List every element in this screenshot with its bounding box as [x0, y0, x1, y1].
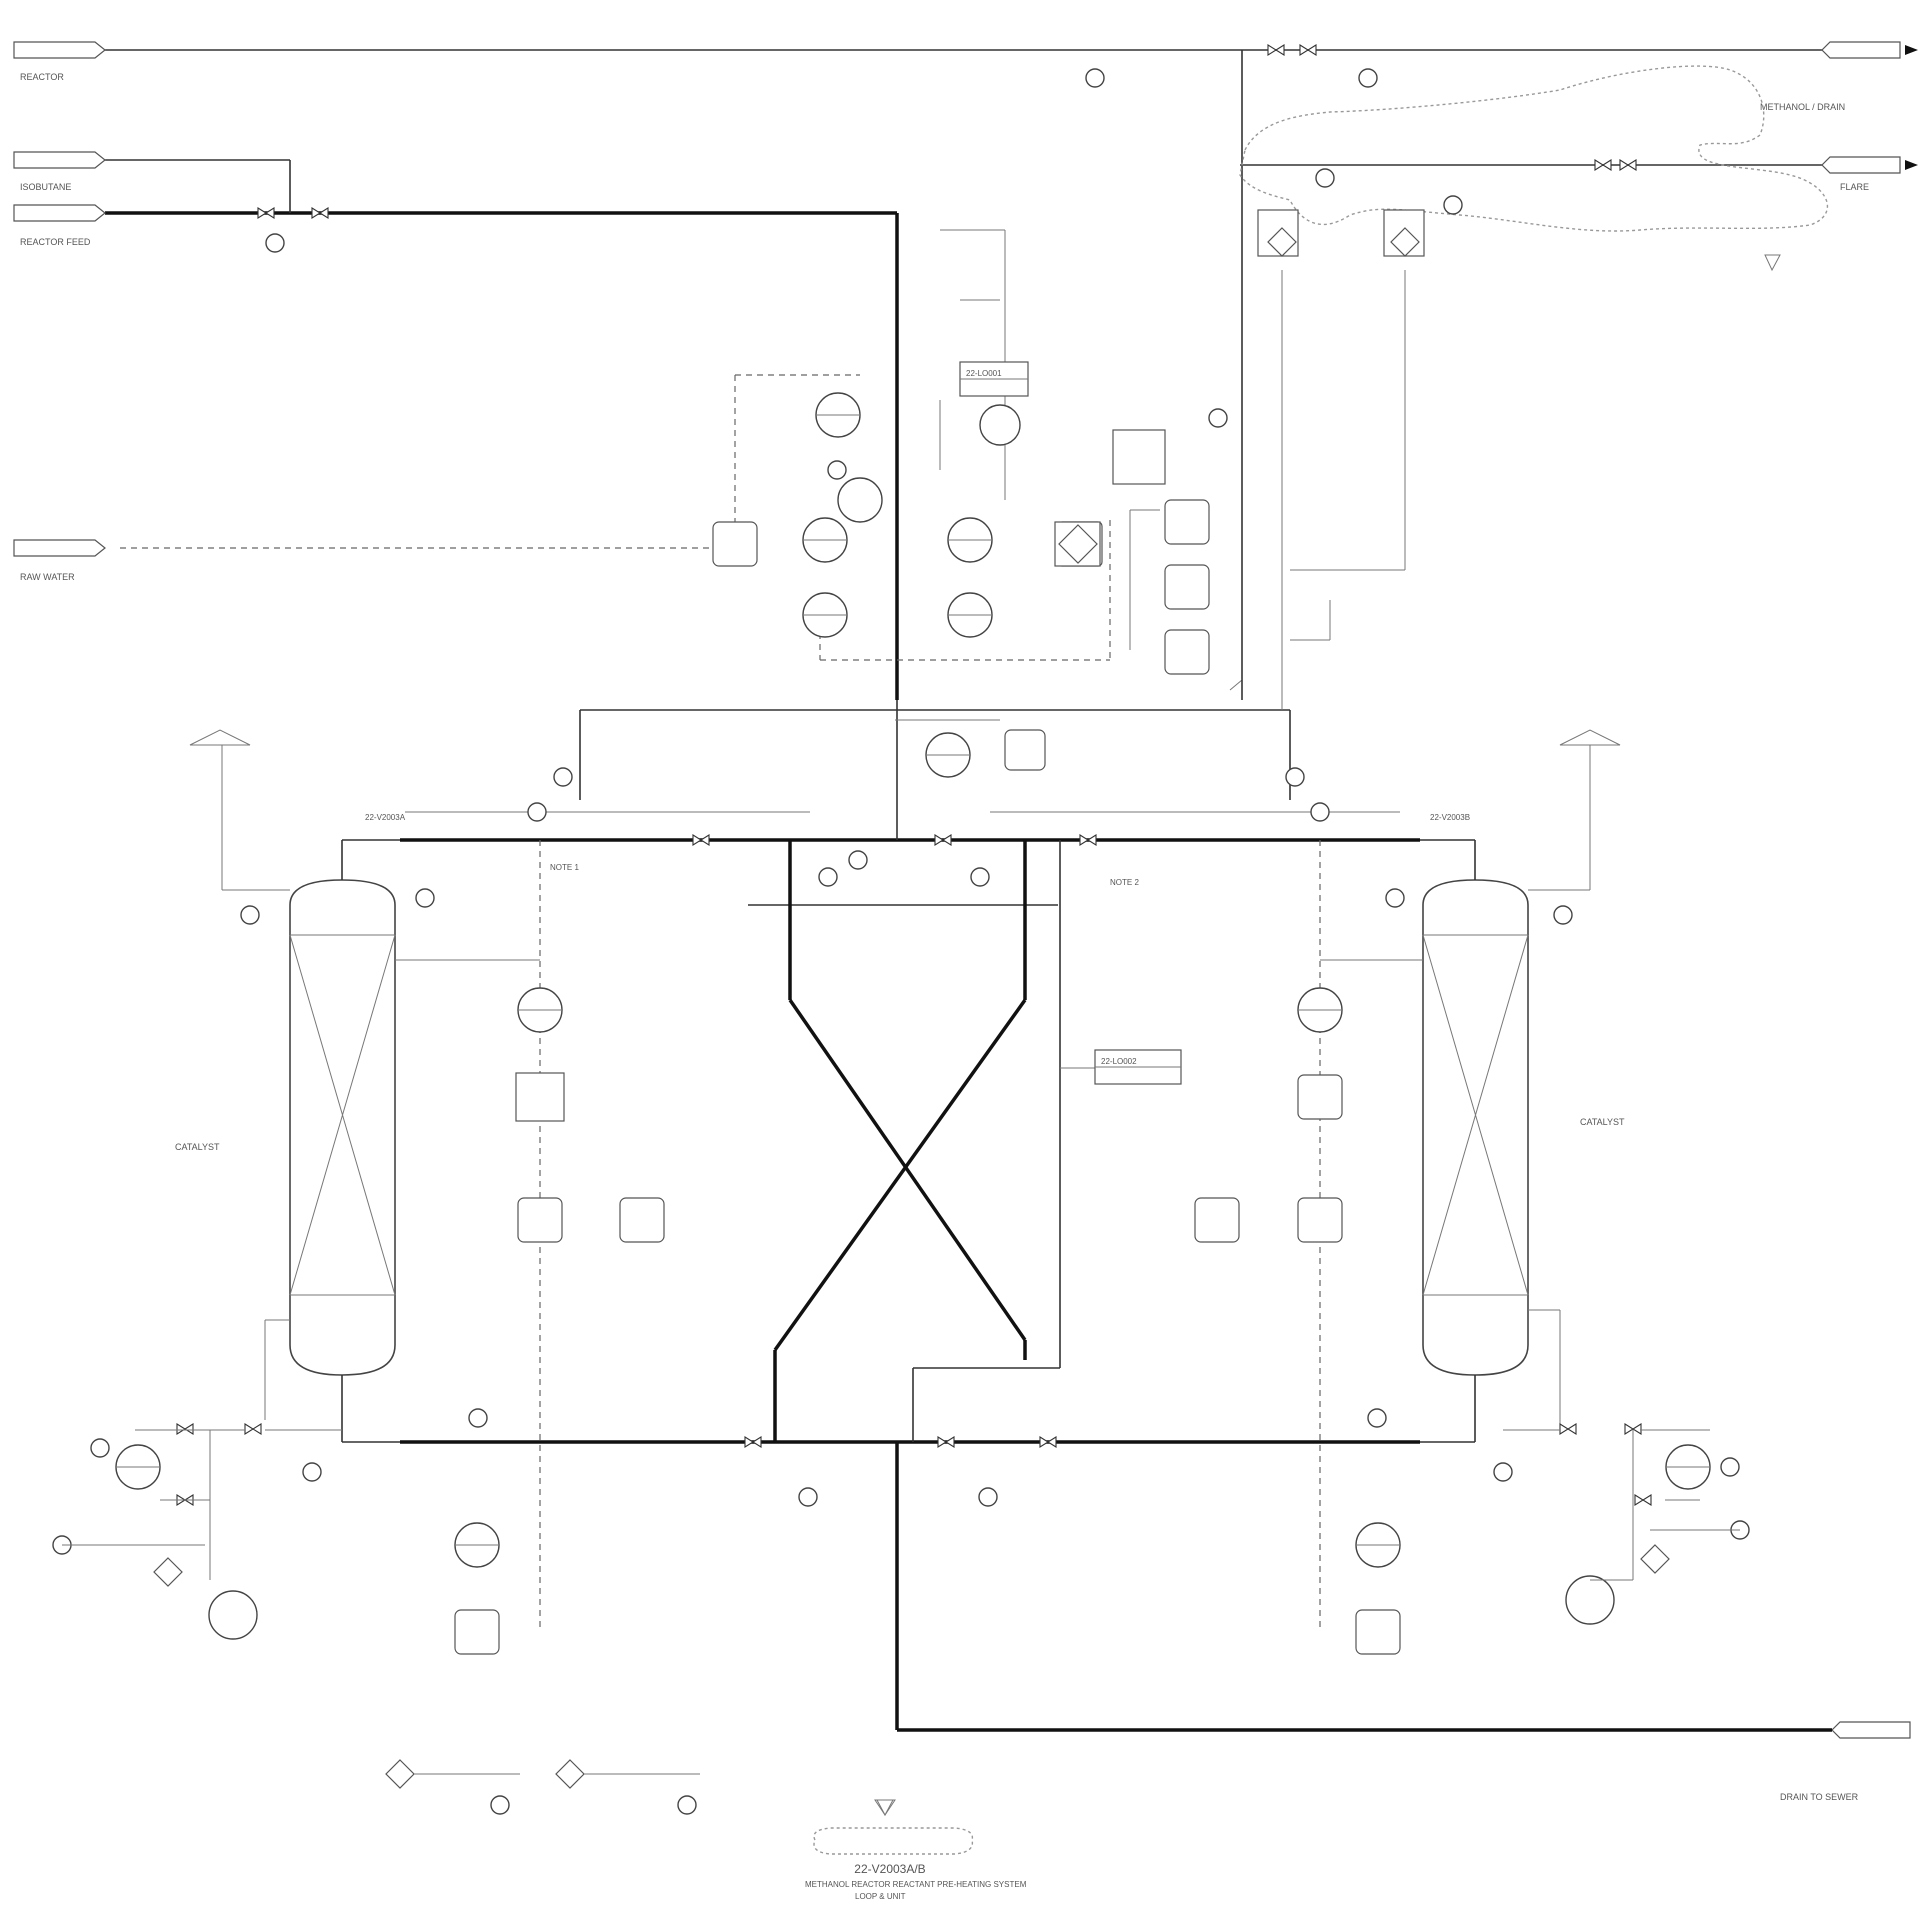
- connector-label-methanol: METHANOL / DRAIN: [1760, 102, 1845, 112]
- revision-cloud: [1239, 65, 1829, 232]
- connector-arrow[interactable]: [13, 151, 106, 169]
- connector-arrow[interactable]: [13, 539, 106, 557]
- instrument-bubbles[interactable]: [115, 392, 1711, 1640]
- vessel-right-tag: 22-V2003B: [1430, 813, 1470, 822]
- drawing-title: 22-V2003A/B: [854, 1862, 925, 1876]
- offpage-connectors: [13, 41, 1918, 1739]
- valve-note-left: NOTE 1: [550, 863, 579, 872]
- process-headers: [400, 680, 1832, 1732]
- reference-boxes: [959, 361, 1182, 1085]
- interlock-diamonds[interactable]: [153, 227, 1670, 1789]
- valves[interactable]: [176, 44, 1652, 1506]
- revision-triangle: [1764, 254, 1781, 272]
- top-header-lines: [105, 49, 1830, 700]
- arrow-head: [1905, 160, 1918, 170]
- connector-label-reactor-feed: REACTOR FEED: [20, 237, 91, 247]
- dimension-lines: [221, 745, 1591, 1430]
- vent-symbols: [189, 729, 1621, 1816]
- vessel-left-tag: 22-V2003A: [365, 813, 406, 822]
- connector-arrow[interactable]: [13, 41, 106, 59]
- vessel-right[interactable]: [1420, 839, 1529, 1443]
- connector-arrow[interactable]: [1821, 156, 1901, 174]
- connector-arrow[interactable]: [13, 204, 106, 222]
- title-block: [813, 1799, 974, 1855]
- connector-label-raw-water: RAW WATER: [20, 572, 75, 582]
- connector-arrow[interactable]: [1821, 41, 1901, 59]
- crossover-piping: [748, 840, 1095, 1442]
- ref-box-2-label: 22-LO002: [1101, 1057, 1137, 1066]
- vessel-right-label: CATALYST: [1580, 1117, 1625, 1127]
- drawing-subtitle: METHANOL REACTOR REACTANT PRE-HEATING SY…: [805, 1880, 1027, 1889]
- connector-label-isobutane: ISOBUTANE: [20, 182, 71, 192]
- ref-box-1-label: 22-LO001: [966, 369, 1002, 378]
- connector-arrow[interactable]: [1831, 1721, 1911, 1739]
- heat-exchanger[interactable]: [1054, 521, 1101, 567]
- connector-label-drain: DRAIN TO SEWER: [1780, 1792, 1859, 1802]
- arrow-head: [1905, 45, 1918, 55]
- connector-label-reactor: REACTOR: [20, 72, 64, 82]
- drawing-subtitle-2: LOOP & UNIT: [855, 1892, 906, 1901]
- tag-balloons[interactable]: [52, 68, 1750, 1815]
- instrument-signal-lines: [120, 229, 1406, 1630]
- instrument-leads: [62, 299, 1740, 1775]
- vessel-left[interactable]: [289, 839, 400, 1443]
- connector-label-flare: FLARE: [1840, 182, 1869, 192]
- vessel-left-label: CATALYST: [175, 1142, 220, 1152]
- valve-note-right: NOTE 2: [1110, 878, 1139, 887]
